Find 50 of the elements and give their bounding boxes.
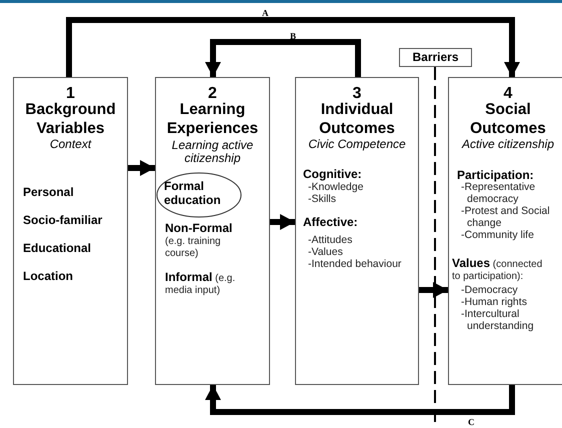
category-text: Personal [23,185,75,200]
list-item: -Skills [308,193,337,205]
stage-title: Learning Experiences [166,100,260,138]
edge-label: C [468,418,474,427]
category-text: Educational [23,241,92,256]
list-item: -Democracy [461,284,519,296]
list-item: -Human rights [461,296,527,308]
list-item: -Intercultural understanding [461,308,535,332]
category-text: Cognitive: [303,167,362,182]
arrow [66,17,520,77]
stage-number: 4 [502,84,514,102]
stage-title: Social Outcomes [469,100,547,138]
stage-number: 3 [352,84,362,102]
stage-subtitle: Context [48,138,92,151]
category-text: Barriers [411,50,460,64]
list-item: -Values [308,246,344,258]
list-item: -Community life [461,229,535,241]
stage-box [295,77,419,385]
category-text: Socio-familiar [23,213,104,228]
list-item: -Representative democracy [461,181,536,205]
list-item: -Attitudes [308,234,354,246]
example-text: Informal (e.g. media input) [165,271,236,297]
barriers-box [399,48,472,67]
example-text: Values (connected to participation): [452,257,544,283]
stage-number: 1 [65,84,76,102]
arrow [128,160,155,176]
arrow [419,282,448,298]
category-text: Affective: [303,215,358,230]
list-item: -Knowledge [308,181,364,193]
stage-title: Individual Outcomes [318,100,396,138]
stage-box [13,77,128,385]
stage-number: 2 [207,84,218,102]
list-item: -Intended behaviour [308,258,402,270]
edge-label: B [290,32,296,41]
category-text: Location [23,269,74,284]
stage-subtitle: Active citizenship [460,138,556,151]
category-text: Formal education [164,179,222,208]
stage-box [448,77,562,385]
edge-label: A [262,9,268,18]
list-item: -Protest and Social change [461,205,551,229]
stage-title: Background Variables [24,100,117,138]
category-text: Non-Formal [165,221,234,236]
ellipse-node [156,172,242,218]
arrow [205,39,361,77]
stage-subtitle: Civic Competence [307,138,407,151]
stage-subtitle: Learning active citizenship [170,139,254,165]
stage-box [155,77,270,385]
category-text: Participation: [457,168,534,182]
arrow [270,214,295,230]
example-text: (e.g. training course) [165,236,222,260]
